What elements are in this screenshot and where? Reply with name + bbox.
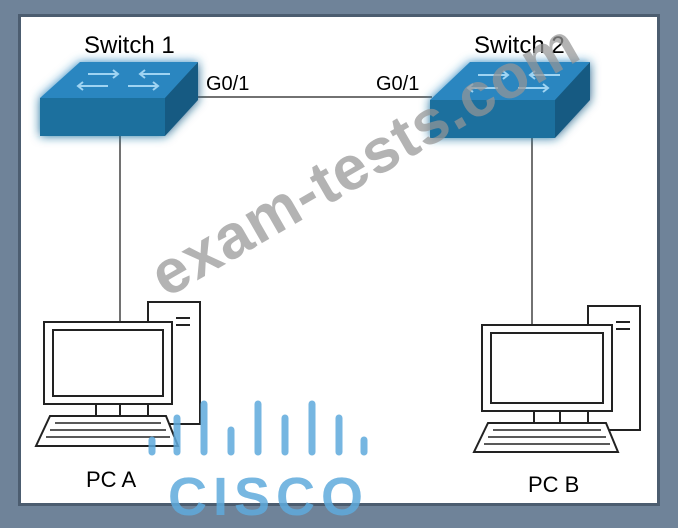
switch-2-port-label: G0/1 [376, 73, 420, 95]
pc-a-icon [34, 301, 201, 447]
switch-1-port-label: G0/1 [206, 73, 250, 95]
cisco-logo-text: CISCO [168, 467, 370, 527]
switch-2-icon [430, 62, 590, 138]
switch-2-label: Switch 2 [474, 32, 565, 59]
pc-b-icon [472, 305, 641, 453]
switch-1-icon [40, 62, 198, 136]
pc-a-label: PC A [86, 467, 137, 492]
switch-1-label: Switch 1 [84, 32, 175, 59]
cisco-logo-bars [148, 400, 368, 456]
pc-b-label: PC B [528, 472, 580, 497]
